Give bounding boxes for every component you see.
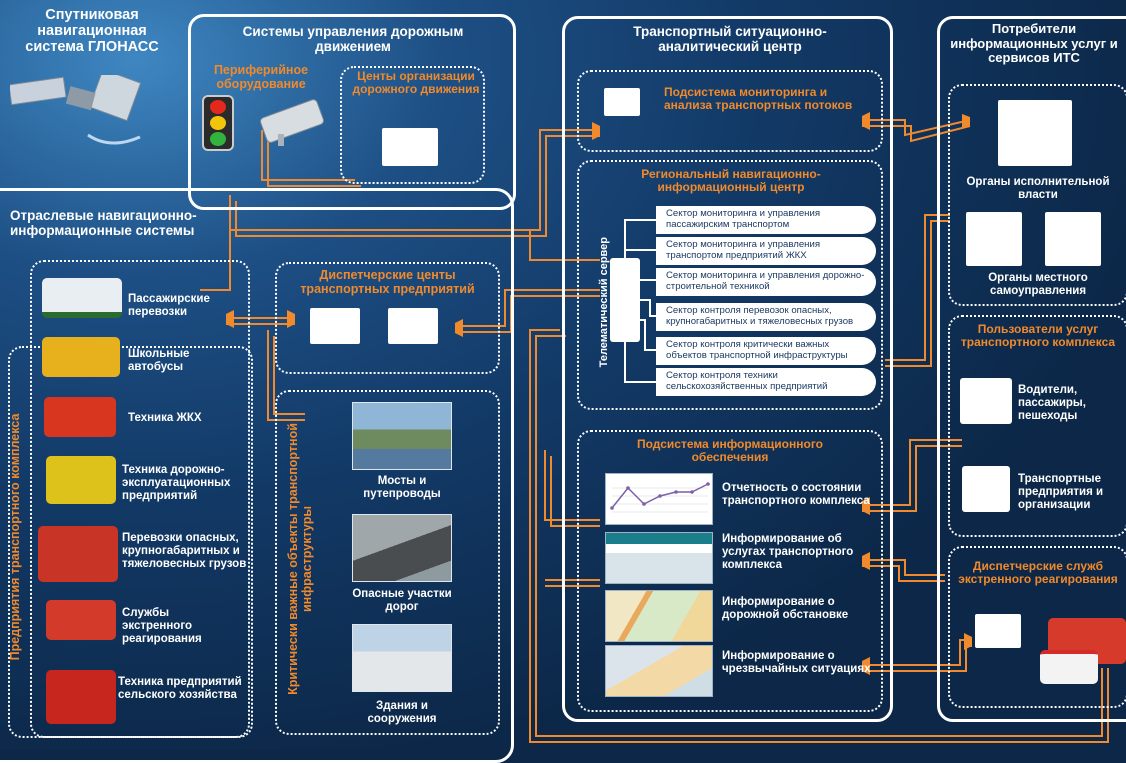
consumers-title: Потребители информационных услуг и серви…: [945, 22, 1123, 66]
municipal-building-icon: [966, 212, 1022, 266]
chart-point: [642, 502, 646, 506]
services-page-screenshot: [605, 532, 713, 584]
chart-point: [674, 490, 678, 494]
exec-authorities-label: Органы исполнительной власти: [948, 176, 1126, 202]
road-map-screenshot: [605, 590, 713, 642]
users-label: Пользователи услуг транспортного комплек…: [958, 323, 1118, 350]
computer-icon: [975, 614, 1021, 648]
chart-point: [658, 494, 662, 498]
chart-point: [610, 506, 614, 510]
report-chart: [605, 473, 713, 525]
people-icon: [960, 378, 1012, 424]
government-building-icon: [998, 100, 1072, 166]
info-item-label: Отчетность о состоянии транспортного ком…: [722, 482, 877, 508]
info-item-label: Информирование о дорожной обстановке: [722, 596, 877, 622]
municipal-building-icon: [1045, 212, 1101, 266]
chart-point: [690, 490, 694, 494]
sector-item: Сектор контроля техники сельскохозяйстве…: [656, 368, 876, 396]
sector-item: Сектор мониторинга и управления дорожно-…: [656, 268, 876, 296]
office-building-icon: [962, 466, 1010, 512]
ambulance-icon: [1040, 650, 1098, 684]
info-item-label: Информирование об услугах транспортного …: [722, 533, 877, 572]
chart-point: [706, 482, 710, 486]
local-authorities-label: Органы местного самоуправления: [948, 272, 1126, 298]
sector-item: Сектор мониторинга и управления пассажир…: [656, 206, 876, 234]
drivers-label: Водители, пассажиры, пешеходы: [1018, 384, 1118, 423]
sector-item: Сектор мониторинга и управления транспор…: [656, 237, 876, 265]
info-subsystem-label: Подсистема информационного обеспечения: [600, 438, 860, 465]
chart-point: [626, 486, 630, 490]
emergency-label: Диспетчерские служб экстренного реагиров…: [958, 560, 1118, 587]
sector-item: Сектор контроля критически важных объект…: [656, 337, 876, 365]
companies-label: Транспортные предприятия и организации: [1018, 473, 1118, 512]
sector-item: Сектор контроля перевозок опасных, крупн…: [656, 303, 876, 331]
info-item-label: Информирование о чрезвычайных ситуациях: [722, 650, 877, 676]
emergency-map-screenshot: [605, 645, 713, 697]
